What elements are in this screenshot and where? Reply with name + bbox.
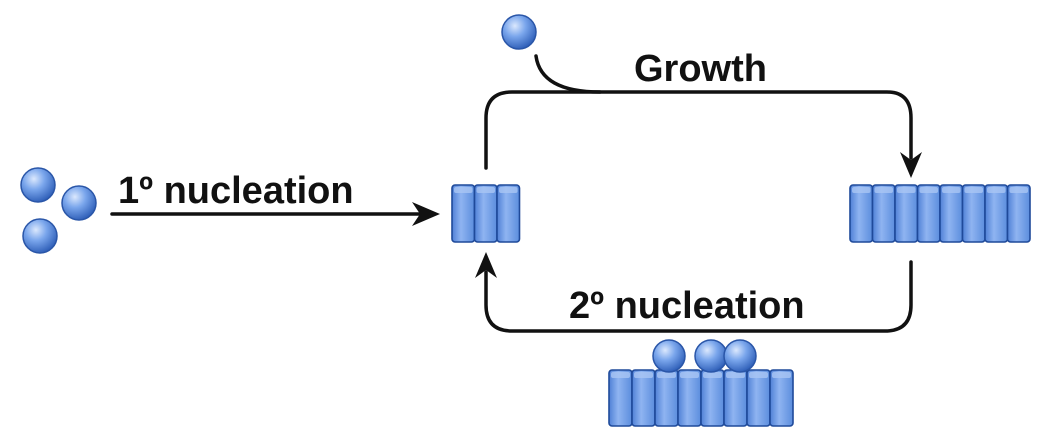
fibril-segment-highlight	[499, 187, 518, 193]
growth-label: Growth	[634, 48, 767, 90]
fibril-segment-highlight	[657, 372, 676, 378]
fibril-segment-highlight	[897, 187, 916, 193]
monomer	[652, 339, 686, 373]
fibril-segment-highlight	[680, 372, 699, 378]
fibril-segment	[871, 184, 896, 243]
fibril-segment-highlight	[964, 187, 983, 193]
fibril-segment	[654, 369, 679, 427]
grown-fibril	[849, 184, 1031, 243]
fibril-segment	[451, 184, 476, 243]
fibril-segment	[939, 184, 964, 243]
primary-nucleation-arrow	[110, 202, 440, 226]
fibril-segment-highlight	[772, 372, 791, 378]
fibril-segment	[746, 369, 771, 427]
monomer	[694, 339, 728, 373]
fibril-segment-highlight	[1009, 187, 1028, 193]
fibril-segment	[769, 369, 794, 427]
fibril-segment	[631, 369, 656, 427]
fibril-segment	[496, 184, 521, 243]
fibril-surface-catalysis	[608, 369, 794, 427]
fibril-segment	[916, 184, 941, 243]
growth-arrow	[484, 90, 922, 178]
free-monomers	[20, 167, 97, 254]
fibril-segment	[1006, 184, 1031, 243]
monomer	[723, 339, 757, 373]
fibril-segment	[723, 369, 748, 427]
fibril-segment-highlight	[919, 187, 938, 193]
fibril-segment-highlight	[634, 372, 653, 378]
fibril-segment-highlight	[942, 187, 961, 193]
fibril-segment	[984, 184, 1009, 243]
fibril-segment	[473, 184, 498, 243]
fibril-segment-highlight	[749, 372, 768, 378]
fibril-segment-highlight	[703, 372, 722, 378]
secondary-nucleation-label: 2º nucleation	[569, 285, 805, 327]
fibril-segment	[608, 369, 633, 427]
fibril-segment	[894, 184, 919, 243]
nucleus	[451, 184, 521, 243]
fibril-segment	[961, 184, 986, 243]
fibril-segment-highlight	[611, 372, 630, 378]
growth-monomer	[501, 14, 602, 94]
fibril-segment-highlight	[852, 187, 871, 193]
fibril-segment-highlight	[987, 187, 1006, 193]
fibril-segment	[677, 369, 702, 427]
fibril-segment	[700, 369, 725, 427]
fibril-segment	[849, 184, 874, 243]
primary-nucleation-label: 1º nucleation	[118, 170, 354, 212]
monomer	[501, 14, 537, 50]
surface-monomers	[652, 339, 757, 373]
monomer	[22, 218, 58, 254]
fibril-segment-highlight	[874, 187, 893, 193]
monomer	[20, 167, 56, 203]
secondary-nucleation-arrow	[475, 252, 913, 333]
fibril-segment-highlight	[476, 187, 495, 193]
fibril-segment-highlight	[726, 372, 745, 378]
monomer	[61, 185, 97, 221]
fibril-segment-highlight	[454, 187, 473, 193]
